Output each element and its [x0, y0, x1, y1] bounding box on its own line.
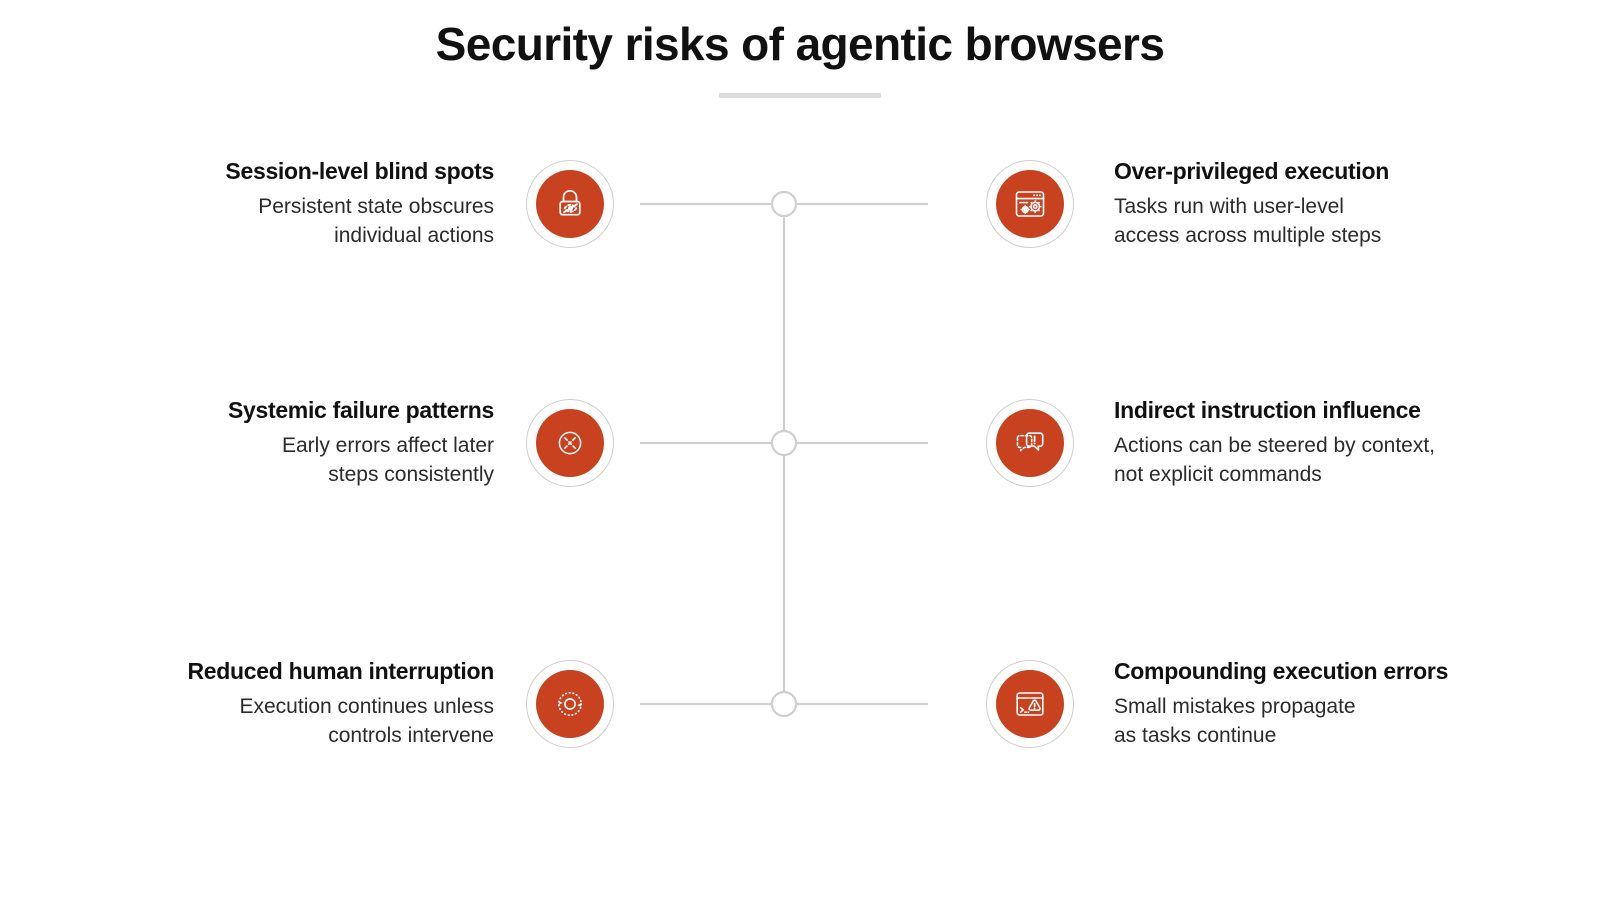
- broken-circle-x-icon: [558, 431, 582, 455]
- item-text-session-level-blind-spots: Session-level blind spots Persistent sta…: [40, 157, 520, 251]
- lock-eye-off-icon: [559, 189, 581, 216]
- badge-slot-right-3: [980, 660, 1080, 748]
- desc-line: not explicit commands: [1114, 463, 1322, 487]
- item-description: Actions can be steered by context, not e…: [1114, 431, 1560, 491]
- title-divider: [719, 92, 881, 98]
- desc-line: Persistent state obscures: [258, 194, 494, 218]
- item-description: Execution continues unless controls inte…: [40, 692, 495, 752]
- item-description: Tasks run with user-level access across …: [1114, 192, 1560, 252]
- badge-slot-left-2: [520, 399, 620, 487]
- badge-slot-right-1: [980, 160, 1080, 248]
- item-text-compounding-execution-errors: Compounding execution errors Small mista…: [1080, 657, 1560, 751]
- icon-badge-compounding-execution-errors[interactable]: [986, 660, 1074, 748]
- item-title: Indirect instruction influence: [1114, 396, 1421, 423]
- desc-line: individual actions: [334, 224, 494, 248]
- icon-badge-systemic-failure-patterns[interactable]: [526, 399, 614, 487]
- loop-arrow-left: [559, 701, 563, 705]
- item-description: Small mistakes propagate as tasks contin…: [1114, 692, 1560, 752]
- diagram-row-3: Reduced human interruption Execution con…: [0, 634, 1600, 774]
- badge-slot-right-2: [980, 399, 1080, 487]
- item-text-reduced-human-interruption: Reduced human interruption Execution con…: [40, 657, 520, 751]
- browser-gears-icon: [1015, 191, 1045, 217]
- title-block: Security risks of agentic browsers: [0, 18, 1600, 98]
- desc-line: Small mistakes propagate: [1114, 694, 1356, 718]
- badge-slot-left-1: [520, 160, 620, 248]
- item-title: Systemic failure patterns: [227, 396, 494, 423]
- item-title: Compounding execution errors: [1114, 657, 1449, 684]
- item-text-systemic-failure-patterns: Systemic failure patterns Early errors a…: [40, 396, 520, 490]
- desc-line: access across multiple steps: [1114, 224, 1382, 248]
- diagram-row-1: Session-level blind spots Persistent sta…: [0, 134, 1600, 274]
- desc-line: Tasks run with user-level: [1114, 194, 1344, 218]
- badge-slot-left-3: [520, 660, 620, 748]
- page-title: Security risks of agentic browsers: [435, 18, 1165, 70]
- desc-line: Actions can be steered by context,: [1114, 433, 1436, 457]
- icon-badge-reduced-human-interruption[interactable]: [526, 660, 614, 748]
- item-text-over-privileged-execution: Over-privileged execution Tasks run with…: [1080, 157, 1560, 251]
- icon-badge-session-level-blind-spots[interactable]: [526, 160, 614, 248]
- icon-badge-over-privileged-execution[interactable]: [986, 160, 1074, 248]
- diagram: Session-level blind spots Persistent sta…: [0, 130, 1600, 830]
- item-title: Over-privileged execution: [1114, 157, 1389, 184]
- speech-bubble-alert-icon: [1016, 432, 1044, 452]
- desc-line: controls intervene: [328, 724, 494, 748]
- desc-line: as tasks continue: [1114, 724, 1277, 748]
- item-text-indirect-instruction-influence: Indirect instruction influence Actions c…: [1080, 396, 1560, 490]
- desc-line: steps consistently: [328, 463, 494, 487]
- loop-arrow-right: [577, 703, 581, 707]
- terminal-warning-icon: [1016, 692, 1044, 716]
- icon-badge-indirect-instruction-influence[interactable]: [986, 399, 1074, 487]
- diagram-row-2: Systemic failure patterns Early errors a…: [0, 373, 1600, 513]
- item-description: Early errors affect later steps consiste…: [40, 431, 494, 491]
- desc-line: Execution continues unless: [239, 694, 495, 718]
- item-description: Persistent state obscures individual act…: [40, 192, 494, 252]
- item-title: Reduced human interruption: [187, 657, 494, 684]
- item-title: Session-level blind spots: [225, 157, 494, 184]
- dotted-loop-arrows-icon: [557, 691, 583, 717]
- desc-line: Early errors affect later: [281, 433, 494, 457]
